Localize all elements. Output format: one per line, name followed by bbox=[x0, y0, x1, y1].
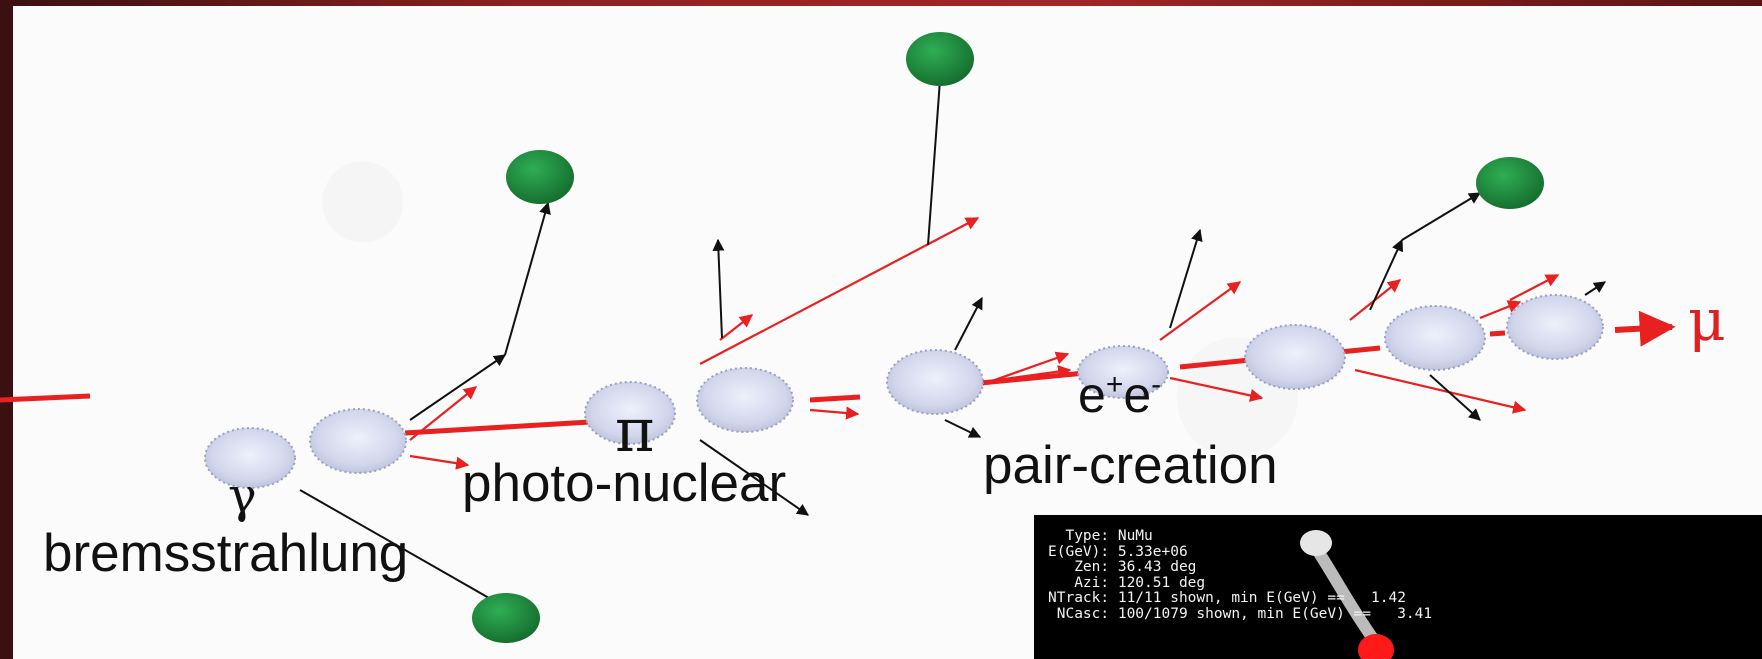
bremsstrahlung-label: bremsstrahlung bbox=[43, 524, 408, 583]
cascade-blob bbox=[309, 408, 407, 474]
event-info-line: E(GeV): 5.33e+06 bbox=[1048, 543, 1188, 560]
cascade-blobs bbox=[204, 294, 1604, 489]
pi-label: π bbox=[615, 396, 654, 466]
event-info-line: NTrack: 11/11 shown, min E(GeV) == 1.42 bbox=[1048, 590, 1406, 606]
incoming-track bbox=[0, 393, 91, 403]
ee-label: e+e- bbox=[1078, 367, 1161, 423]
cascade-blob bbox=[1244, 324, 1346, 390]
green-particle bbox=[472, 593, 540, 643]
cascade-blob bbox=[1077, 345, 1169, 399]
green-particle bbox=[506, 150, 574, 204]
mu-label: μ bbox=[1688, 286, 1726, 354]
cascade-blob bbox=[886, 349, 984, 415]
pair-creation-label: pair-creation bbox=[983, 436, 1278, 495]
cascade-blob bbox=[696, 367, 794, 433]
cascade-blob bbox=[204, 427, 296, 489]
black-secondary-arrows bbox=[299, 79, 1607, 611]
cascade-blob bbox=[1506, 294, 1604, 360]
event-info-line: NCasc: 100/1079 shown, min E(GeV) == 3.4… bbox=[1048, 605, 1433, 622]
green-particle bbox=[1476, 157, 1544, 209]
outgoing-muon-arrow bbox=[1614, 310, 1676, 347]
green-particles bbox=[472, 32, 1544, 643]
event-info-line: Zen: 36.43 deg bbox=[1048, 559, 1197, 575]
event-info-line: Type: NuMu bbox=[1048, 528, 1153, 544]
event-track-visual bbox=[1300, 530, 1394, 659]
cascade-blob bbox=[1384, 305, 1486, 371]
green-particle bbox=[906, 32, 974, 86]
red-hit bbox=[1358, 634, 1394, 659]
photo-nuclear-label: photo-nuclear bbox=[462, 454, 786, 513]
gamma-label: γ bbox=[228, 468, 257, 524]
track-head bbox=[1300, 530, 1332, 556]
cascade-blob bbox=[584, 381, 676, 445]
event-info-line: Azi: 120.51 deg bbox=[1048, 574, 1206, 591]
red-secondary-arrows bbox=[409, 217, 1560, 470]
